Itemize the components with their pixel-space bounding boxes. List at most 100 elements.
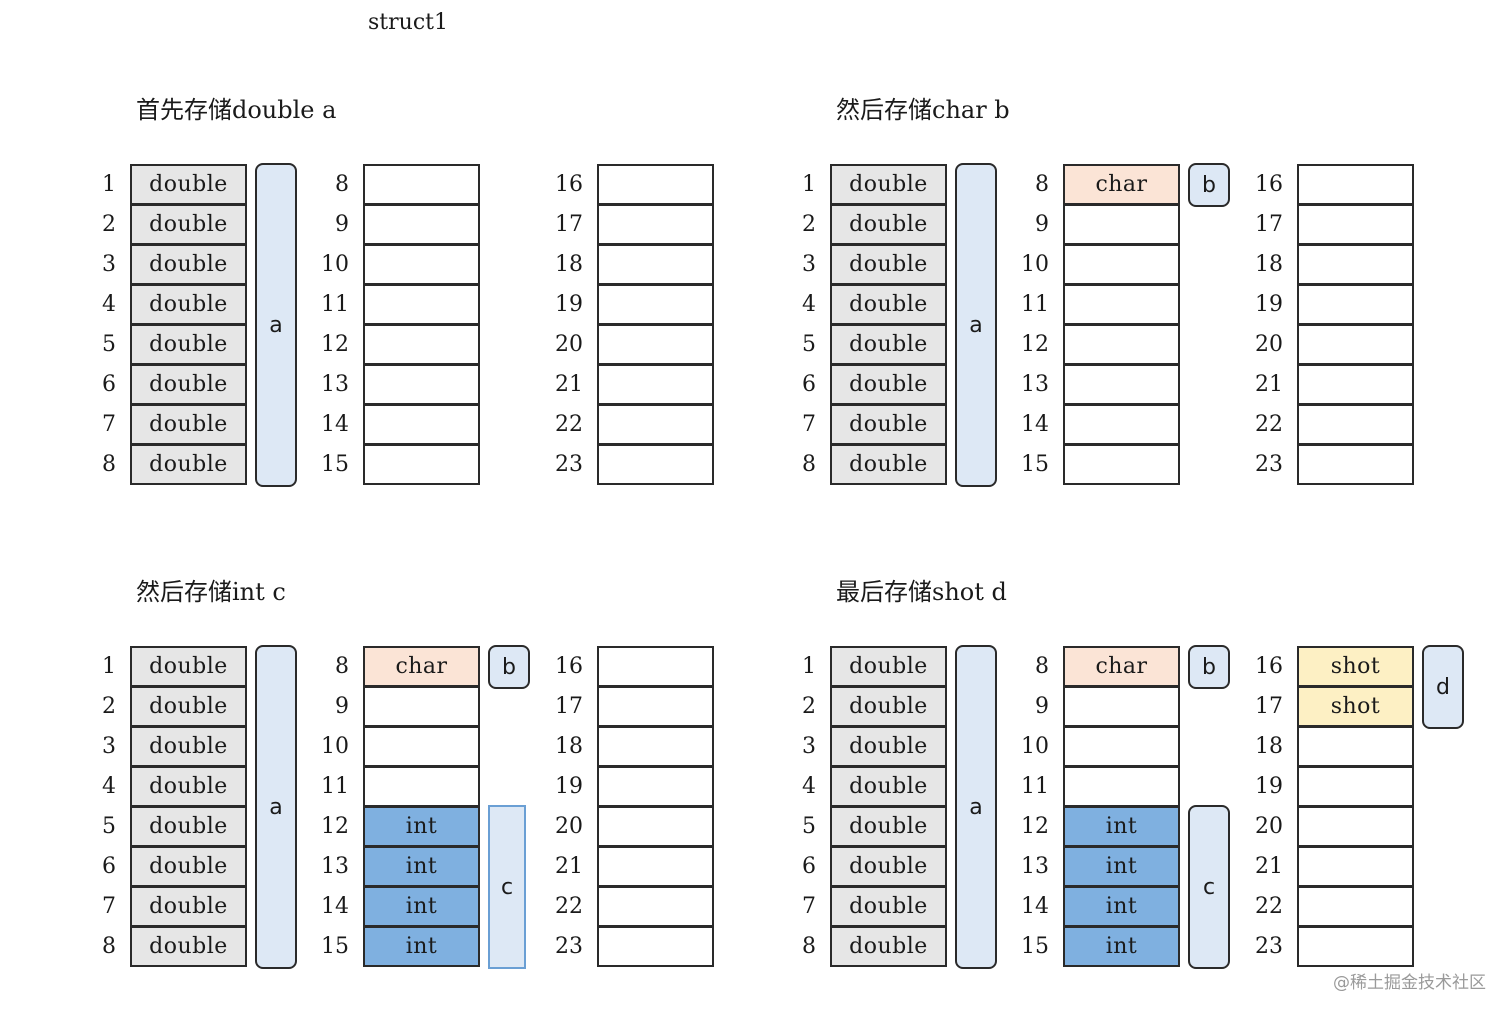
memory-cell-empty xyxy=(597,164,714,205)
address-index: 8 xyxy=(802,934,816,959)
address-index: 7 xyxy=(102,894,116,919)
memory-cell-empty xyxy=(597,284,714,325)
memory-cell-double: double xyxy=(830,726,947,767)
memory-cell-empty xyxy=(1063,404,1180,445)
address-index: 4 xyxy=(102,774,116,799)
memory-cell-empty xyxy=(1297,766,1414,807)
memory-cell-double: double xyxy=(830,646,947,687)
address-index: 10 xyxy=(321,734,349,759)
memory-cell-double: double xyxy=(130,686,247,727)
address-index: 16 xyxy=(1255,654,1283,679)
memory-cell-empty xyxy=(363,204,480,245)
memory-cell-empty xyxy=(597,766,714,807)
address-index: 7 xyxy=(102,412,116,437)
memory-cell-double: double xyxy=(830,806,947,847)
memory-cell-empty xyxy=(363,244,480,285)
address-index: 5 xyxy=(802,332,816,357)
address-index: 9 xyxy=(335,694,349,719)
address-index: 19 xyxy=(555,292,583,317)
memory-cell-double: double xyxy=(830,364,947,405)
address-index: 19 xyxy=(555,774,583,799)
memory-cell-int: int xyxy=(363,846,480,887)
memory-cell-double: double xyxy=(830,444,947,485)
memory-cell-empty xyxy=(1063,686,1180,727)
address-index: 17 xyxy=(1255,694,1283,719)
address-index: 14 xyxy=(1021,412,1049,437)
memory-cell-double: double xyxy=(130,444,247,485)
memory-cell-double: double xyxy=(130,244,247,285)
address-index: 7 xyxy=(802,894,816,919)
address-index: 4 xyxy=(102,292,116,317)
variable-d-bracket: d xyxy=(1422,645,1464,729)
memory-cell-double: double xyxy=(830,284,947,325)
address-index: 1 xyxy=(802,654,816,679)
address-index: 12 xyxy=(321,814,349,839)
memory-cell-empty xyxy=(1297,364,1414,405)
address-index: 13 xyxy=(321,372,349,397)
address-index: 4 xyxy=(802,774,816,799)
address-index: 18 xyxy=(555,734,583,759)
memory-cell-empty xyxy=(363,404,480,445)
memory-cell-empty xyxy=(1063,364,1180,405)
memory-cell-double: double xyxy=(830,926,947,967)
memory-cell-double: double xyxy=(830,846,947,887)
memory-cell-int: int xyxy=(1063,846,1180,887)
memory-cell-empty xyxy=(1297,204,1414,245)
memory-cell-double: double xyxy=(830,766,947,807)
memory-cell-int: int xyxy=(363,806,480,847)
address-index: 8 xyxy=(335,654,349,679)
memory-cell-double: double xyxy=(130,404,247,445)
address-index: 18 xyxy=(555,252,583,277)
memory-cell-empty xyxy=(1297,324,1414,365)
address-index: 5 xyxy=(102,332,116,357)
address-index: 7 xyxy=(802,412,816,437)
address-index: 23 xyxy=(555,934,583,959)
address-index: 21 xyxy=(555,854,583,879)
address-index: 20 xyxy=(1255,332,1283,357)
address-index: 3 xyxy=(802,734,816,759)
memory-cell-empty xyxy=(1297,164,1414,205)
memory-cell-empty xyxy=(1063,324,1180,365)
variable-a-bracket: a xyxy=(955,645,997,969)
address-index: 11 xyxy=(1021,774,1049,799)
diagram-title: struct1 xyxy=(368,10,448,35)
panel-title: 最后存储shot d xyxy=(836,578,1007,606)
address-index: 23 xyxy=(1255,452,1283,477)
memory-cell-char: char xyxy=(363,646,480,687)
memory-cell-empty xyxy=(1063,766,1180,807)
address-index: 15 xyxy=(321,452,349,477)
memory-cell-double: double xyxy=(130,846,247,887)
address-index: 4 xyxy=(802,292,816,317)
memory-cell-double: double xyxy=(130,284,247,325)
memory-cell-empty xyxy=(597,886,714,927)
address-index: 8 xyxy=(335,172,349,197)
address-index: 2 xyxy=(102,212,116,237)
memory-cell-empty xyxy=(363,444,480,485)
memory-cell-empty xyxy=(363,284,480,325)
address-index: 16 xyxy=(1255,172,1283,197)
address-index: 8 xyxy=(802,452,816,477)
memory-cell-empty xyxy=(363,364,480,405)
address-index: 23 xyxy=(1255,934,1283,959)
address-index: 22 xyxy=(1255,412,1283,437)
memory-cell-empty xyxy=(597,324,714,365)
memory-cell-empty xyxy=(1297,284,1414,325)
address-index: 20 xyxy=(555,814,583,839)
memory-cell-empty xyxy=(1063,244,1180,285)
address-index: 10 xyxy=(321,252,349,277)
address-index: 22 xyxy=(555,894,583,919)
panel-title: 首先存储double a xyxy=(136,96,337,124)
address-index: 8 xyxy=(102,452,116,477)
memory-cell-empty xyxy=(597,444,714,485)
memory-cell-double: double xyxy=(130,926,247,967)
memory-cell-empty xyxy=(597,846,714,887)
address-index: 2 xyxy=(802,694,816,719)
memory-cell-double: double xyxy=(830,886,947,927)
variable-c-bracket: c xyxy=(488,805,526,969)
address-index: 6 xyxy=(802,372,816,397)
address-index: 11 xyxy=(1021,292,1049,317)
memory-cell-empty xyxy=(1297,244,1414,285)
